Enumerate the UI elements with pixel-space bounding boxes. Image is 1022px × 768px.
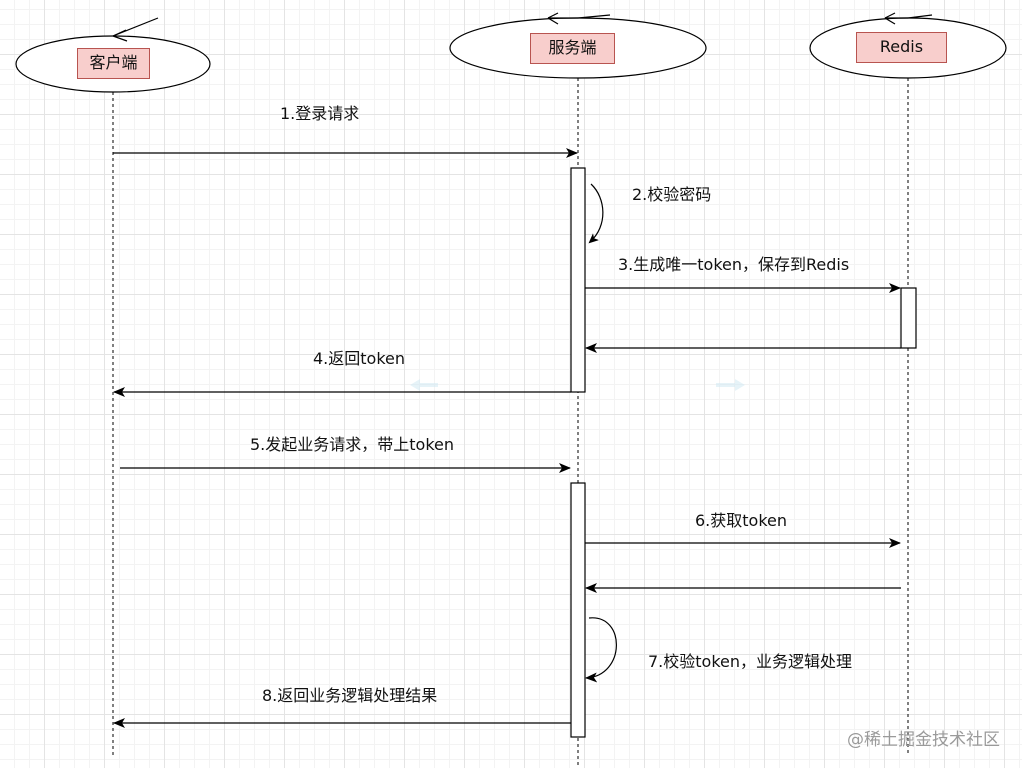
activation-redis (900, 287, 917, 349)
message-label-4: 4.返回token (313, 349, 406, 368)
hint-arrow-left-icon (410, 379, 438, 391)
message-label-7: 7.校验token，业务逻辑处理 (648, 652, 853, 671)
message-label-6: 6.获取token (695, 511, 788, 530)
message-label-5: 5.发起业务请求，带上token (250, 435, 455, 454)
actor-server-label: 服务端 (530, 33, 615, 64)
message-label-3: 3.生成唯一token，保存到Redis (618, 255, 850, 274)
actor-client-label: 客户端 (77, 48, 150, 79)
message-label-2: 2.校验密码 (632, 185, 712, 204)
message-label-1: 1.登录请求 (280, 104, 360, 123)
message-label-8: 8.返回业务逻辑处理结果 (262, 686, 438, 705)
arrow-verify-token (585, 617, 617, 683)
hint-arrow-right-icon (716, 379, 745, 391)
arrow-verify-password (588, 183, 604, 244)
watermark: @稀土掘金技术社区 (847, 730, 1000, 750)
activation-server-1 (570, 167, 586, 393)
activation-server-2 (570, 482, 586, 738)
actor-redis-label: Redis (856, 32, 947, 63)
